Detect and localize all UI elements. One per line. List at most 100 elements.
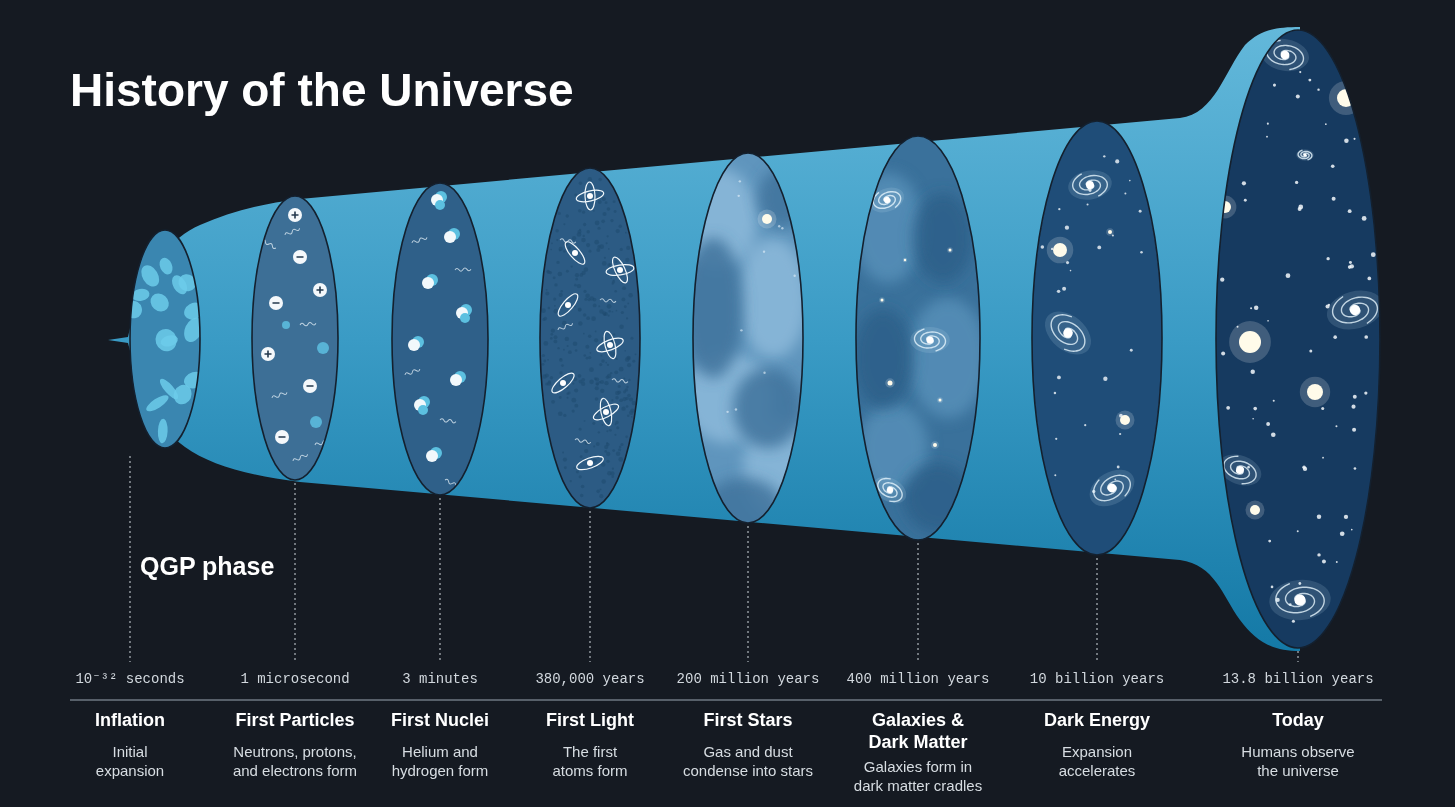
- faint-star: [1267, 123, 1269, 125]
- mottle-dot: [581, 485, 585, 489]
- mottle-dot: [570, 480, 572, 482]
- faint-star: [1317, 553, 1320, 556]
- star-glow: [1106, 228, 1114, 236]
- mottle-dot: [606, 452, 610, 456]
- faint-star: [763, 372, 765, 374]
- mottle-dot: [582, 271, 586, 275]
- star: [1053, 243, 1067, 257]
- mottle-dot: [554, 283, 557, 286]
- faint-star: [1250, 307, 1252, 309]
- era-outline: [392, 183, 488, 495]
- mottle-dot: [609, 263, 611, 265]
- era-window: [392, 183, 488, 495]
- faint-star: [1058, 208, 1060, 210]
- mottle-dot: [622, 286, 626, 290]
- era-outline: [693, 153, 803, 523]
- mottle-dot: [584, 420, 586, 422]
- stage-description: Neutrons, protons, and electrons form: [225, 742, 365, 780]
- star-glow: [947, 247, 953, 253]
- era-ground: [540, 168, 640, 508]
- faint-star: [1244, 199, 1247, 202]
- mottle-dot: [625, 258, 629, 262]
- mottle-dot: [618, 385, 621, 388]
- mottle-dot: [615, 421, 618, 424]
- faint-star: [1371, 252, 1376, 257]
- mottle-dot: [606, 460, 609, 463]
- leader-dotted-line: [130, 456, 131, 662]
- era-window: [1214, 30, 1388, 648]
- galaxy-halo: [1268, 577, 1333, 623]
- mottle-dot: [547, 270, 551, 274]
- mottle-dot: [618, 457, 623, 462]
- mottle-dot: [630, 337, 633, 340]
- time-label: 200 million years: [648, 670, 848, 688]
- leader-dotted-line: [295, 483, 296, 662]
- star-glow: [1229, 321, 1271, 363]
- mottle-dot: [602, 197, 606, 201]
- mottle-dot: [573, 467, 575, 469]
- proton: [418, 405, 428, 415]
- mottle-dot: [586, 243, 590, 247]
- atom-nucleus: [587, 460, 593, 466]
- electron-orbit: [610, 255, 631, 285]
- era-outline: [856, 136, 980, 540]
- mottle-dot: [574, 404, 578, 408]
- mottle-dot: [608, 248, 610, 250]
- mottle-dot: [564, 466, 567, 469]
- time-label: 400 million years: [818, 670, 1018, 688]
- mottle-dot: [619, 446, 621, 448]
- mottle-dot: [599, 363, 602, 366]
- faint-star: [1124, 192, 1126, 194]
- faint-star: [793, 275, 795, 277]
- faint-star: [1317, 88, 1319, 90]
- radiation-squiggle: [404, 368, 420, 377]
- time-label: 1 microsecond: [195, 670, 395, 688]
- mottle-dot: [607, 207, 611, 211]
- gas-patch: [733, 368, 803, 448]
- star-glow: [1116, 411, 1135, 430]
- faint-star: [737, 195, 739, 197]
- mottle-dot: [541, 308, 546, 313]
- leader-dotted-line: [1097, 558, 1098, 662]
- radiation-squiggle: [292, 453, 308, 462]
- mottle-dot: [619, 325, 624, 330]
- mottle-dot: [606, 430, 608, 432]
- faint-star: [1139, 210, 1142, 213]
- charged-particle: [303, 379, 317, 393]
- electron-orbit: [605, 263, 634, 277]
- mottle-dot: [579, 428, 582, 431]
- mottle-dot: [578, 209, 582, 213]
- phase-label: QGP phase: [140, 551, 274, 581]
- time-label: 10⁻³² seconds: [30, 670, 230, 688]
- faint-star: [1084, 424, 1086, 426]
- mottle-dot: [567, 345, 569, 347]
- mottle-dot: [596, 248, 600, 252]
- timeline-rule: [70, 700, 1382, 701]
- density-blob: [138, 262, 163, 290]
- galaxy-arm: [875, 475, 903, 501]
- galaxy-arm: [1089, 471, 1127, 506]
- time-label: 3 minutes: [340, 670, 540, 688]
- faint-star: [1321, 407, 1324, 410]
- atom-nucleus: [587, 193, 593, 199]
- era-ground: [1032, 121, 1162, 555]
- mottle-dot: [600, 489, 602, 491]
- mottle-dot: [606, 376, 609, 379]
- mottle-dot: [606, 442, 608, 444]
- charge-sign: [294, 212, 296, 219]
- mottle-dot: [550, 333, 553, 336]
- galaxy-core: [1280, 50, 1290, 60]
- charged-particle: [313, 283, 327, 297]
- neutral-particle: [282, 321, 290, 329]
- mottle-dot: [627, 363, 631, 367]
- gas-patches: [683, 168, 808, 538]
- star: [1120, 415, 1130, 425]
- gas-patch: [853, 308, 913, 408]
- mottle-dot: [563, 349, 565, 351]
- galaxy-arm: [1298, 150, 1309, 159]
- mottle-dot: [563, 250, 566, 253]
- leader-dotted-line: [440, 498, 441, 662]
- mottle-dot: [555, 229, 558, 232]
- star: [904, 259, 906, 261]
- faint-star: [1332, 197, 1336, 201]
